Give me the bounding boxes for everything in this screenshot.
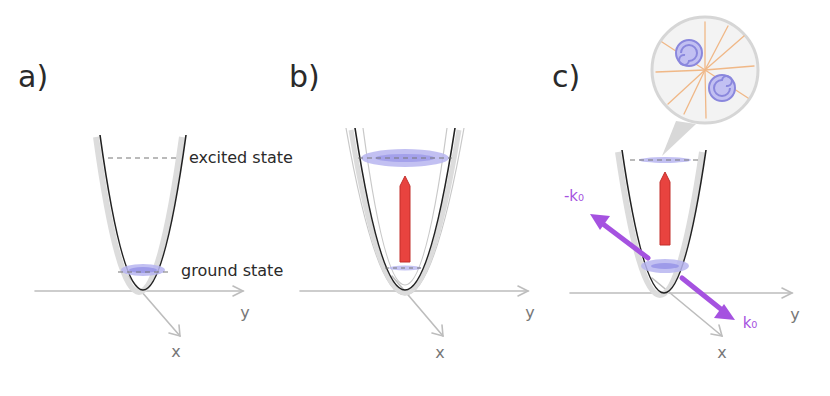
momentum-arrowhead (590, 214, 610, 230)
zoom-inset (652, 17, 758, 123)
atom-cloud (651, 263, 679, 269)
axis-arrowhead (169, 325, 180, 336)
axis-arrowhead (233, 286, 243, 296)
atom-cloud (641, 259, 689, 273)
energy-level (385, 267, 425, 268)
atom-swirl (676, 40, 702, 66)
level-label: excited state (189, 149, 293, 167)
potential-shadow (351, 130, 459, 293)
harmonic-potential (355, 128, 455, 290)
axis-label: y (525, 304, 534, 322)
harmonic-potential (622, 150, 706, 293)
axis-label: x (717, 344, 726, 362)
excitation-arrow (660, 172, 670, 245)
atom-swirl (679, 45, 697, 65)
wavevector-label: k₀ (743, 315, 758, 332)
collision-ray (705, 36, 744, 70)
energy-level (630, 159, 700, 160)
atom-cloud (121, 264, 165, 276)
axis-label: x (435, 344, 444, 362)
atom-cloud (129, 267, 157, 273)
axis-arrowhead (711, 325, 722, 336)
potential-shadow (96, 137, 182, 292)
axis-line (570, 292, 792, 294)
axis-line (652, 278, 722, 336)
collision-ray (704, 22, 705, 70)
axis-label: x (171, 343, 180, 361)
potential-modulation (346, 128, 464, 295)
energy-level (358, 157, 452, 158)
axis-arrowhead (518, 286, 528, 296)
momentum-arrow (603, 224, 648, 258)
axis-label: y (240, 304, 249, 322)
energy-level (118, 271, 172, 272)
atom-swirl (714, 76, 732, 96)
energy-level (108, 157, 180, 158)
collision-ray (705, 70, 706, 118)
wavevector-label: -k₀ (564, 188, 584, 205)
axis-label: y (790, 306, 799, 324)
level-label: ground state (181, 262, 283, 280)
harmonic-potential (100, 135, 186, 290)
collision-ray (705, 26, 728, 70)
excitation-arrow (400, 176, 410, 262)
momentum-arrow (682, 278, 722, 310)
panel-letter: c) (552, 60, 580, 93)
atom-cloud (639, 157, 691, 163)
zoom-pointer (662, 121, 696, 156)
panel-letter: b) (289, 60, 320, 93)
collision-ray (668, 70, 705, 104)
potential-shadow (618, 152, 702, 295)
axis-arrowhead (432, 325, 443, 336)
panel-letter: a) (18, 60, 48, 93)
atom-swirl (709, 75, 735, 101)
axis-arrowhead (782, 288, 792, 298)
collision-ray (684, 70, 705, 114)
collision-ray (705, 66, 754, 70)
collision-ray (656, 70, 705, 72)
momentum-arrowhead (714, 304, 735, 320)
